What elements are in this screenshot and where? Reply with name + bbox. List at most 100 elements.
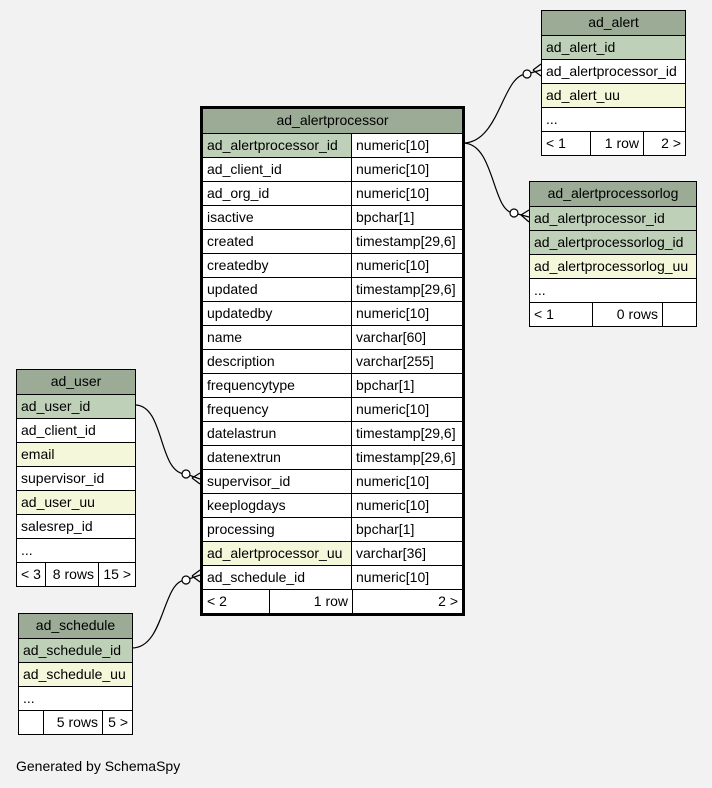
- footer-prev-link[interactable]: [19, 711, 43, 734]
- footer-row-count: 5 rows: [43, 711, 102, 734]
- edge-alertprocessor-log: [462, 142, 530, 218]
- column-type: numeric[10]: [351, 470, 462, 493]
- generated-by-label: Generated by SchemaSpy: [16, 758, 181, 774]
- column-name: ad_alertprocessor_id: [203, 134, 351, 157]
- table-title: ad_alertprocessorlog: [530, 182, 696, 206]
- footer-row-count: 1 row: [590, 132, 643, 155]
- table-row[interactable]: salesrep_id: [17, 514, 135, 538]
- table-row[interactable]: ...: [19, 686, 132, 710]
- footer-next-link[interactable]: 2 >: [352, 590, 462, 613]
- column-name: ad_alertprocessor_id: [530, 207, 696, 230]
- column-name: created: [203, 230, 351, 253]
- column-name: processing: [203, 518, 351, 541]
- column-name: supervisor_id: [17, 467, 135, 490]
- footer-next-link[interactable]: 15 >: [98, 563, 135, 586]
- column-name: isactive: [203, 206, 351, 229]
- table-title: ad_user: [17, 370, 135, 394]
- column-name: ad_alertprocessor_uu: [203, 542, 351, 565]
- edge-user-supervisor: [134, 404, 201, 480]
- table-row[interactable]: ad_alertprocessor_id: [530, 206, 696, 230]
- column-name: name: [203, 326, 351, 349]
- edge-user-supervisor-crow: [191, 472, 201, 485]
- column-name: ad_alertprocessor_id: [542, 60, 685, 83]
- table-row[interactable]: ad_schedule_uu: [19, 662, 132, 686]
- column-name: salesrep_id: [17, 515, 135, 538]
- table-row[interactable]: email: [17, 442, 135, 466]
- footer-next-link[interactable]: [662, 303, 696, 326]
- table-row[interactable]: ad_alert_uu: [542, 83, 685, 107]
- column-name: frequency: [203, 398, 351, 421]
- table-row[interactable]: supervisor_id: [17, 466, 135, 490]
- edge-user-supervisor-zero-marker: [181, 469, 191, 479]
- column-name: datelastrun: [203, 422, 351, 445]
- column-type: numeric[10]: [351, 494, 462, 517]
- column-type: numeric[10]: [351, 158, 462, 181]
- column-name: ad_alertprocessorlog_id: [530, 231, 696, 254]
- table-row[interactable]: ad_alertprocessorlog_uu: [530, 254, 696, 278]
- column-name: ad_alert_uu: [542, 84, 685, 107]
- table-row[interactable]: ad_alertprocessorlog_id: [530, 230, 696, 254]
- column-type: numeric[10]: [351, 302, 462, 325]
- footer-prev-link[interactable]: < 3: [17, 563, 45, 586]
- column-name: datenextrun: [203, 446, 351, 469]
- column-type: numeric[10]: [351, 254, 462, 277]
- footer-next-link[interactable]: 5 >: [102, 711, 132, 734]
- table-row[interactable]: ad_client_id: [17, 418, 135, 442]
- footer-prev-link[interactable]: < 1: [530, 303, 592, 326]
- column-name: ad_schedule_uu: [19, 663, 132, 686]
- column-name: ad_schedule_id: [19, 639, 132, 662]
- column-name: frequencytype: [203, 374, 351, 397]
- edge-alertprocessor-log-crow: [520, 209, 530, 223]
- column-name: ad_user_id: [17, 395, 135, 418]
- table-row[interactable]: ...: [542, 107, 685, 131]
- table-row[interactable]: ...: [530, 278, 696, 302]
- column-type: timestamp[29,6]: [351, 422, 462, 445]
- column-name: ...: [17, 539, 135, 562]
- table-row[interactable]: ad_alert_id: [542, 35, 685, 59]
- table-ad_alertprocessorlog[interactable]: ad_alertprocessorlog ad_alertprocessor_i…: [529, 181, 697, 327]
- footer-prev-link[interactable]: < 2: [203, 590, 269, 613]
- table-header: ad_schedule: [19, 614, 132, 638]
- column-type: timestamp[29,6]: [351, 446, 462, 469]
- edge-alertprocessor-log-zero-marker: [509, 208, 519, 218]
- footer-next-link[interactable]: 2 >: [643, 132, 685, 155]
- footer-row-count: 0 rows: [592, 303, 662, 326]
- table-row[interactable]: ad_user_uu: [17, 490, 135, 514]
- table-row[interactable]: ...: [17, 538, 135, 562]
- column-name: ad_org_id: [203, 182, 351, 205]
- edge-schedule-alertprocessor-crow: [191, 569, 201, 583]
- table-header: ad_user: [17, 370, 135, 394]
- footer-prev-link[interactable]: < 1: [542, 132, 590, 155]
- edge-schedule-alertprocessor: [131, 574, 201, 649]
- table-row[interactable]: ad_user_id: [17, 394, 135, 418]
- table-row[interactable]: ad_schedule_id: [19, 638, 132, 662]
- table-row[interactable]: ad_alertprocessor_id: [542, 59, 685, 83]
- column-type: numeric[10]: [351, 398, 462, 421]
- column-name: createdby: [203, 254, 351, 277]
